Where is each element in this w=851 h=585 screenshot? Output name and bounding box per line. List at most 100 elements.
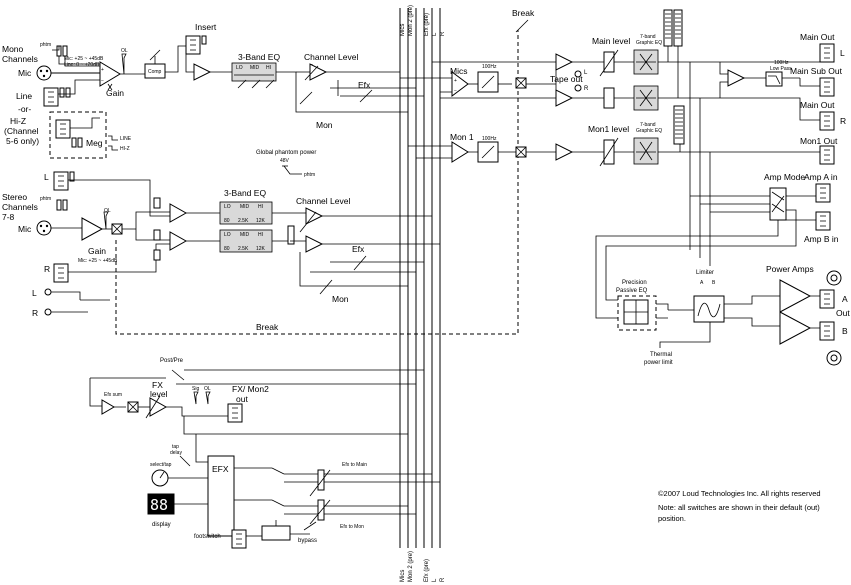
stereo-channel-level-label: Channel Level <box>296 196 350 206</box>
main-out-l: L <box>840 48 845 58</box>
amp-section: Amp Mode Amp A in Amp B in Precision Pas… <box>595 172 850 366</box>
efx-to-main-label: Efx to Main <box>342 462 367 468</box>
stereo-eq-mid: MID <box>240 204 250 210</box>
bus-label-r-top: R <box>440 31 446 36</box>
stereo-eq2-lo: LO <box>224 232 231 238</box>
stereo-eq2-f2: 2.5K <box>238 246 249 252</box>
svg-text:−: − <box>454 88 457 94</box>
thermal-2: power limit <box>644 360 673 366</box>
mono-line-label: Line <box>16 91 32 101</box>
amp-b-in-jack-icon <box>815 211 831 231</box>
speaker-a-top-icon <box>826 270 842 286</box>
precision-1: Precision <box>622 280 647 286</box>
note-line-2: position. <box>658 514 686 523</box>
main-out-l-jack-icon <box>819 43 835 63</box>
bus-label-l-bottom: L <box>432 578 438 582</box>
mono-line-jack-icon <box>43 87 59 107</box>
main-out-r: R <box>840 116 846 126</box>
mono-eq-mid: MID <box>250 65 260 71</box>
power-amps-label: Power Amps <box>766 264 814 274</box>
svg-text:−: − <box>101 78 104 84</box>
amp-b-in-label: Amp B in <box>804 234 839 244</box>
stereo-phtm-label: phtm <box>40 196 51 202</box>
main-sub-out-label: Main Sub Out <box>790 66 843 76</box>
break-label-bottom: Break <box>256 322 279 332</box>
mono-eq-section: 3-Band EQ LO MID HI <box>231 52 297 89</box>
bus-label-efx-top: Efx (pre) <box>424 13 430 36</box>
main-level-label: Main level <box>592 36 630 46</box>
mono-meg-label: Meg <box>86 138 103 148</box>
mon1-out-jack-icon <box>819 145 835 165</box>
insert-jack-icon <box>185 35 201 55</box>
mono-channel-level-label: Channel Level <box>304 52 358 62</box>
mon-geq-1: 7-band <box>640 122 656 128</box>
limiter-a: A <box>700 280 704 286</box>
main-out2-label: Main Out <box>800 100 835 110</box>
bus-label-r-bottom: R <box>440 577 446 582</box>
tape-out-label: Tape out <box>550 74 583 84</box>
main-sub-out-jack-icon <box>819 77 835 97</box>
stereo-title-3: 7-8 <box>2 212 15 222</box>
fx-level-1: FX <box>152 380 163 390</box>
main-out-label: Main Out <box>800 32 835 42</box>
efx-sum-label: Efx sum <box>104 392 122 398</box>
bus-label-mon2-top: Mon 2 (pre) <box>408 5 414 36</box>
fx-display-value: 88 <box>150 496 168 514</box>
stereo-l-out-label: L <box>32 288 37 298</box>
fx-mon2-1: FX/ Mon2 <box>232 384 269 394</box>
bus-label-mics-top: Mics <box>400 24 406 36</box>
mono-xlr-icon <box>36 65 52 81</box>
speaker-b-bottom-icon <box>826 350 842 366</box>
limiter-label: Limiter <box>696 270 714 276</box>
phantom-48v: 48V <box>280 158 290 164</box>
bus-labels-top: Mics Mon 2 (pre) Efx (pre) L R <box>400 5 446 36</box>
stereo-eq-f2: 2.5K <box>238 218 249 224</box>
stereo-eq-f3: 12K <box>256 218 266 224</box>
fx-mon2-2: out <box>236 394 248 404</box>
note-line-1: Note: all switches are shown in their de… <box>658 503 820 512</box>
footswitch-label: footswitch <box>194 534 221 540</box>
amp-out-b: B <box>842 326 848 336</box>
stereo-mic-range: Mic: +25 ~ +45dB <box>78 258 118 264</box>
stereo-mon-label: Mon <box>332 294 349 304</box>
mono-line-switch-label: LINE <box>120 136 132 142</box>
stereo-title-2: Channels <box>2 202 38 212</box>
lowpass-1: 100Hz <box>774 60 789 66</box>
stereo-efx-label: Efx <box>352 244 365 254</box>
mix-buses <box>399 8 441 548</box>
stereo-eq-hi: HI <box>258 204 263 210</box>
break-line: Break Break <box>115 8 535 335</box>
select-tap-knob-icon[interactable] <box>151 469 169 487</box>
bus-labels-bottom: Mics Mon 2 (pre) Efx (pre) L R <box>400 551 446 582</box>
mono-hiz-jack-icon <box>55 119 71 139</box>
mono-line-range: Line: 0 ~ +20dB <box>64 62 100 68</box>
bypass-label: bypass <box>298 538 317 544</box>
amp-out-a: A <box>842 294 848 304</box>
mon-geq-2: Graphic EQ <box>636 128 662 134</box>
efx-block-label: EFX <box>212 464 229 474</box>
stereo-l-jack-icon <box>53 171 69 191</box>
svg-text:+: + <box>454 78 457 84</box>
bus-label-mics-bottom: Mics <box>400 570 406 582</box>
main-geq-2: Graphic EQ <box>636 40 662 46</box>
stereo-mic-label: Mic <box>18 224 32 234</box>
stereo-gain-label: Gain <box>88 246 106 256</box>
stereo-channels-section: Stereo Channels 7-8 L Mic phtm OL Gain M… <box>2 171 220 318</box>
speaker-out-a-jack-icon <box>819 289 835 309</box>
stereo-r-jack-icon <box>53 263 69 283</box>
stereo-eq2-mid: MID <box>240 232 250 238</box>
select-tap-label: select/tap <box>150 462 172 468</box>
main-hz100-label: 100Hz <box>482 64 497 70</box>
stereo-eq2-hi: HI <box>258 232 263 238</box>
amp-out-label: Out <box>836 308 850 318</box>
stereo-eq-f1: 80 <box>224 218 230 224</box>
stereo-eq2-f3: 12K <box>256 246 266 252</box>
phantom-title: Global phantom power <box>256 150 316 156</box>
footer-notes: ©2007 Loud Technologies Inc. All rights … <box>658 489 821 523</box>
main-mics-label: Mics <box>450 66 467 76</box>
amp-a-in-label: Amp A in <box>804 172 838 182</box>
stereo-eq2-f1: 80 <box>224 246 230 252</box>
fx-section: Post/Pre Efx sum FX level Sig OL FX/ Mon… <box>89 358 440 549</box>
mono-title-1: Mono <box>2 44 24 54</box>
footswitch-jack-icon <box>231 529 247 549</box>
